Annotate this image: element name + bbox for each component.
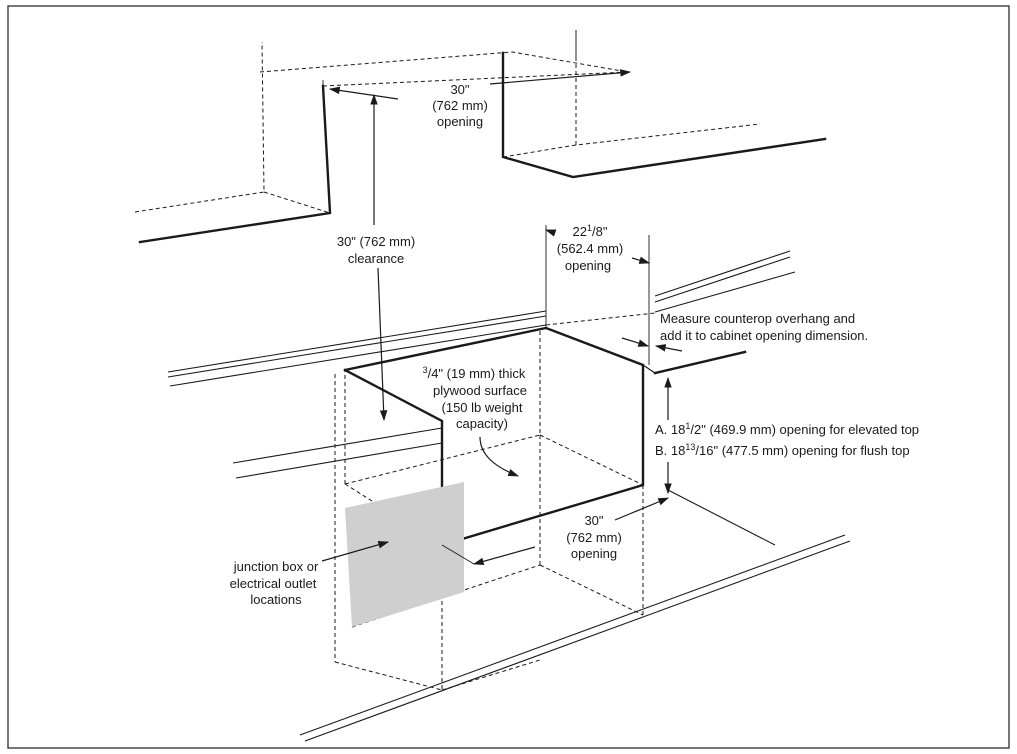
top-opening-word: opening	[437, 114, 483, 129]
plywood-line1: 3/4" (19 mm) thick	[423, 365, 526, 381]
depth-opening-word: opening	[565, 258, 611, 273]
overhang-note-line2: add it to cabinet opening dimension.	[660, 328, 868, 343]
top-opening-metric: (762 mm)	[432, 98, 488, 113]
width-opening-word: opening	[571, 546, 617, 561]
width-opening-value: 30"	[584, 513, 603, 528]
overhang-note: Measure counterop overhang and add it to…	[660, 311, 868, 343]
clearance-label: 30" (762 mm) clearance	[337, 234, 415, 266]
junction-line2: electrical outlet	[230, 576, 317, 591]
height-labels: A. 181/2" (469.9 mm) opening for elevate…	[655, 421, 919, 458]
overhang-note-line1: Measure counterop overhang and	[660, 311, 855, 326]
plywood-line4: capacity)	[456, 416, 508, 431]
depth-opening-value: 221/8"	[573, 223, 608, 239]
height-b: B. 1813/16" (477.5 mm) opening for flush…	[655, 442, 910, 458]
junction-line3: locations	[250, 592, 302, 607]
height-a: A. 181/2" (469.9 mm) opening for elevate…	[655, 421, 919, 437]
top-opening-label: 30" (762 mm) opening	[432, 82, 488, 129]
clearance-line1: 30" (762 mm)	[337, 234, 415, 249]
width-opening-label: 30" (762 mm) opening	[566, 513, 622, 561]
depth-opening-label: 221/8" (562.4 mm) opening	[557, 223, 623, 273]
plywood-label: 3/4" (19 mm) thick plywood surface (150 …	[423, 365, 527, 431]
junction-label: junction box or electrical outlet locati…	[230, 559, 319, 607]
top-opening-value: 30"	[450, 82, 469, 97]
width-opening-metric: (762 mm)	[566, 530, 622, 545]
plywood-line2: plywood surface	[433, 383, 527, 398]
upper-cabinets	[134, 30, 827, 244]
countertop	[167, 250, 796, 479]
depth-opening-metric: (562.4 mm)	[557, 241, 623, 256]
junction-line1: junction box or	[233, 559, 319, 574]
dimension-lines	[321, 30, 683, 566]
plywood-line3: (150 lb weight	[442, 400, 523, 415]
clearance-line2: clearance	[348, 251, 404, 266]
junction-box-area	[345, 482, 464, 627]
diagram-frame	[7, 5, 1010, 749]
